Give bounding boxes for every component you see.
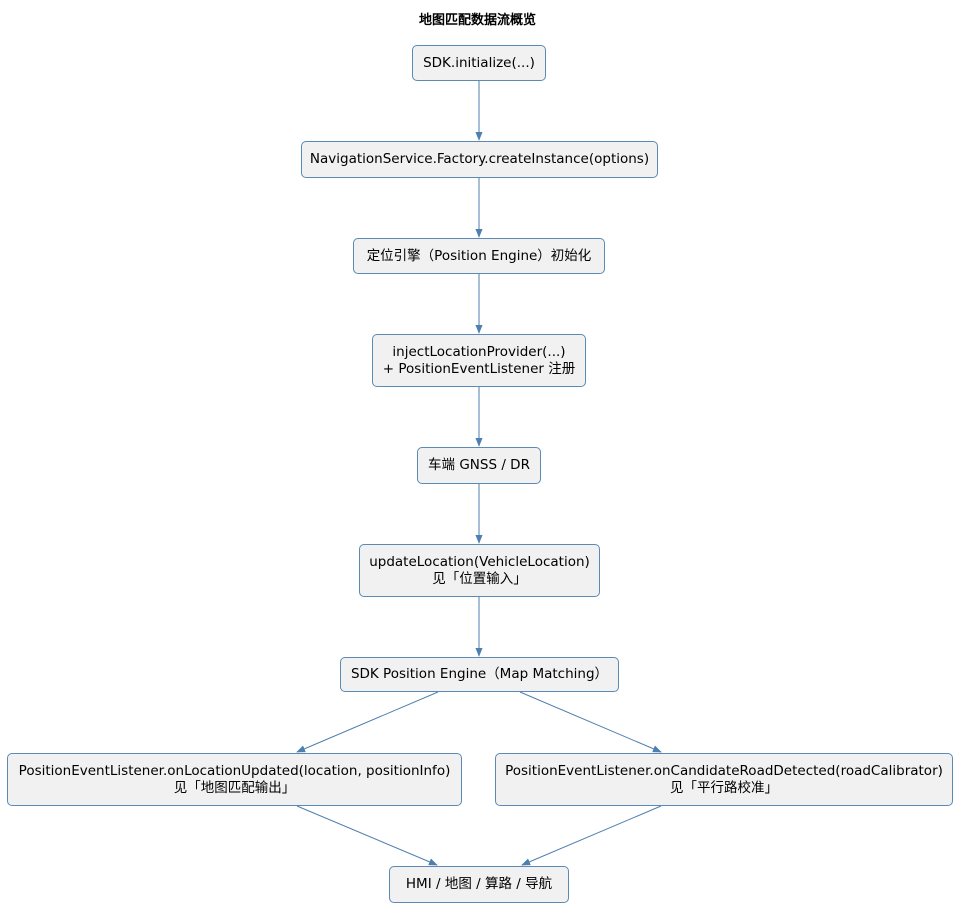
node-on-candidate-road-line2: 见「平行路校准」 — [670, 779, 778, 796]
node-on-location-updated: PositionEventListener.onLocationUpdated(… — [7, 753, 462, 806]
node-on-location-updated-line1: PositionEventListener.onLocationUpdated(… — [18, 762, 451, 779]
edge-location-updated-to-hmi — [296, 805, 438, 866]
node-inject-provider-line1: injectLocationProvider(...) — [392, 343, 566, 360]
node-sdk-initialize-label: SDK.initialize(...) — [423, 54, 535, 71]
node-inject-provider-line2: + PositionEventListener 注册 — [382, 360, 576, 377]
node-hmi-map-routing-navigation: HMI / 地图 / 算路 / 导航 — [389, 866, 569, 903]
node-hmi-label: HMI / 地图 / 算路 / 导航 — [405, 876, 553, 892]
node-position-engine-init-label: 定位引擎（Position Engine）初始化 — [366, 247, 592, 264]
diagram-title: 地图匹配数据流概览 — [418, 13, 536, 28]
node-position-engine-init: 定位引擎（Position Engine）初始化 — [353, 238, 605, 274]
node-vehicle-gnss-dr: 车端 GNSS / DR — [417, 447, 541, 484]
node-map-matching-label: SDK Position Engine（Map Matching） — [350, 666, 609, 682]
edge-matching-to-candidate-road — [519, 691, 662, 753]
node-on-candidate-road-line1: PositionEventListener.onCandidateRoadDet… — [505, 762, 943, 779]
edge-matching-to-location-updated — [296, 691, 439, 753]
node-navigation-service-factory: NavigationService.Factory.createInstance… — [301, 141, 658, 178]
node-vehicle-gnss-label: 车端 GNSS / DR — [428, 457, 530, 473]
node-update-location: updateLocation(VehicleLocation) 见「位置输入」 — [359, 544, 600, 597]
node-on-candidate-road-detected: PositionEventListener.onCandidateRoadDet… — [495, 753, 953, 806]
node-navigation-service-label: NavigationService.Factory.createInstance… — [309, 151, 650, 167]
node-inject-location-provider: injectLocationProvider(...) + PositionEv… — [372, 334, 586, 387]
node-on-location-updated-line2: 见「地图匹配输出」 — [173, 779, 296, 796]
edge-candidate-road-to-hmi — [521, 805, 662, 866]
node-map-matching-engine: SDK Position Engine（Map Matching） — [340, 657, 619, 692]
node-sdk-initialize: SDK.initialize(...) — [412, 45, 546, 81]
node-update-location-line2: 见「位置输入」 — [432, 570, 527, 587]
node-update-location-line1: updateLocation(VehicleLocation) — [369, 553, 590, 570]
